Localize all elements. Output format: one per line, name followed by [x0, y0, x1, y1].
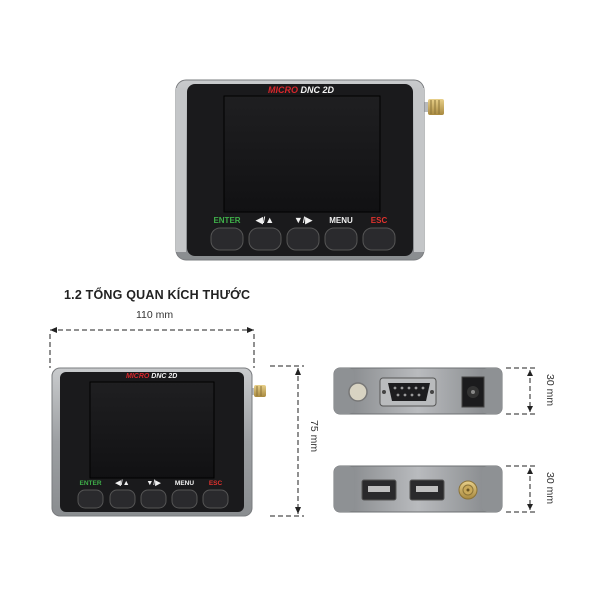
small-key-label-enter: ENTER: [79, 480, 102, 487]
usb-port-icon: [361, 479, 397, 501]
key-label-down-right: ▼/▶: [293, 215, 313, 225]
keypad-top: [210, 227, 396, 251]
device-small-graphic: [51, 367, 266, 517]
small-key-label-esc: ESC: [208, 480, 223, 487]
serial-port-icon: [379, 377, 437, 407]
small-key-label-left-up: ◀/▲: [115, 480, 130, 487]
width-dimension-label: 110 mm: [136, 309, 174, 321]
small-key-label-menu: MENU: [174, 480, 195, 487]
brand-red-text-small: MICRO: [126, 373, 150, 380]
usb-port-icon: [409, 479, 445, 501]
key-label-left-up: ◀/▲: [255, 215, 275, 225]
side-view-top: [333, 367, 503, 415]
side-view-bottom: [333, 465, 503, 513]
height-dimension-label: 75 mm: [308, 420, 320, 453]
section-title: 1.2 TỔNG QUAN KÍCH THƯỚC: [64, 288, 251, 302]
brand-logo-top: MICRO DNC 2D: [268, 85, 334, 95]
brand-white-text-small: DNC 2D: [151, 373, 178, 380]
key-label-enter: ENTER: [213, 216, 241, 225]
brand-red-text: MICRO: [268, 85, 298, 95]
depth-top-dimension-label: 30 mm: [544, 374, 556, 407]
brand-logo-small: MICRO DNC 2D: [126, 373, 177, 380]
round-button-icon: [348, 382, 368, 402]
power-jack-icon: [461, 376, 485, 408]
antenna-connector-icon: [458, 480, 478, 500]
brand-white-text: DNC 2D: [300, 85, 335, 95]
depth-bottom-dimension-label: 30 mm: [544, 472, 556, 505]
key-label-esc: ESC: [370, 216, 388, 225]
key-label-menu: MENU: [329, 216, 353, 225]
dimension-lines: [49, 327, 536, 517]
small-key-label-down-right: ▼/▶: [146, 480, 161, 487]
